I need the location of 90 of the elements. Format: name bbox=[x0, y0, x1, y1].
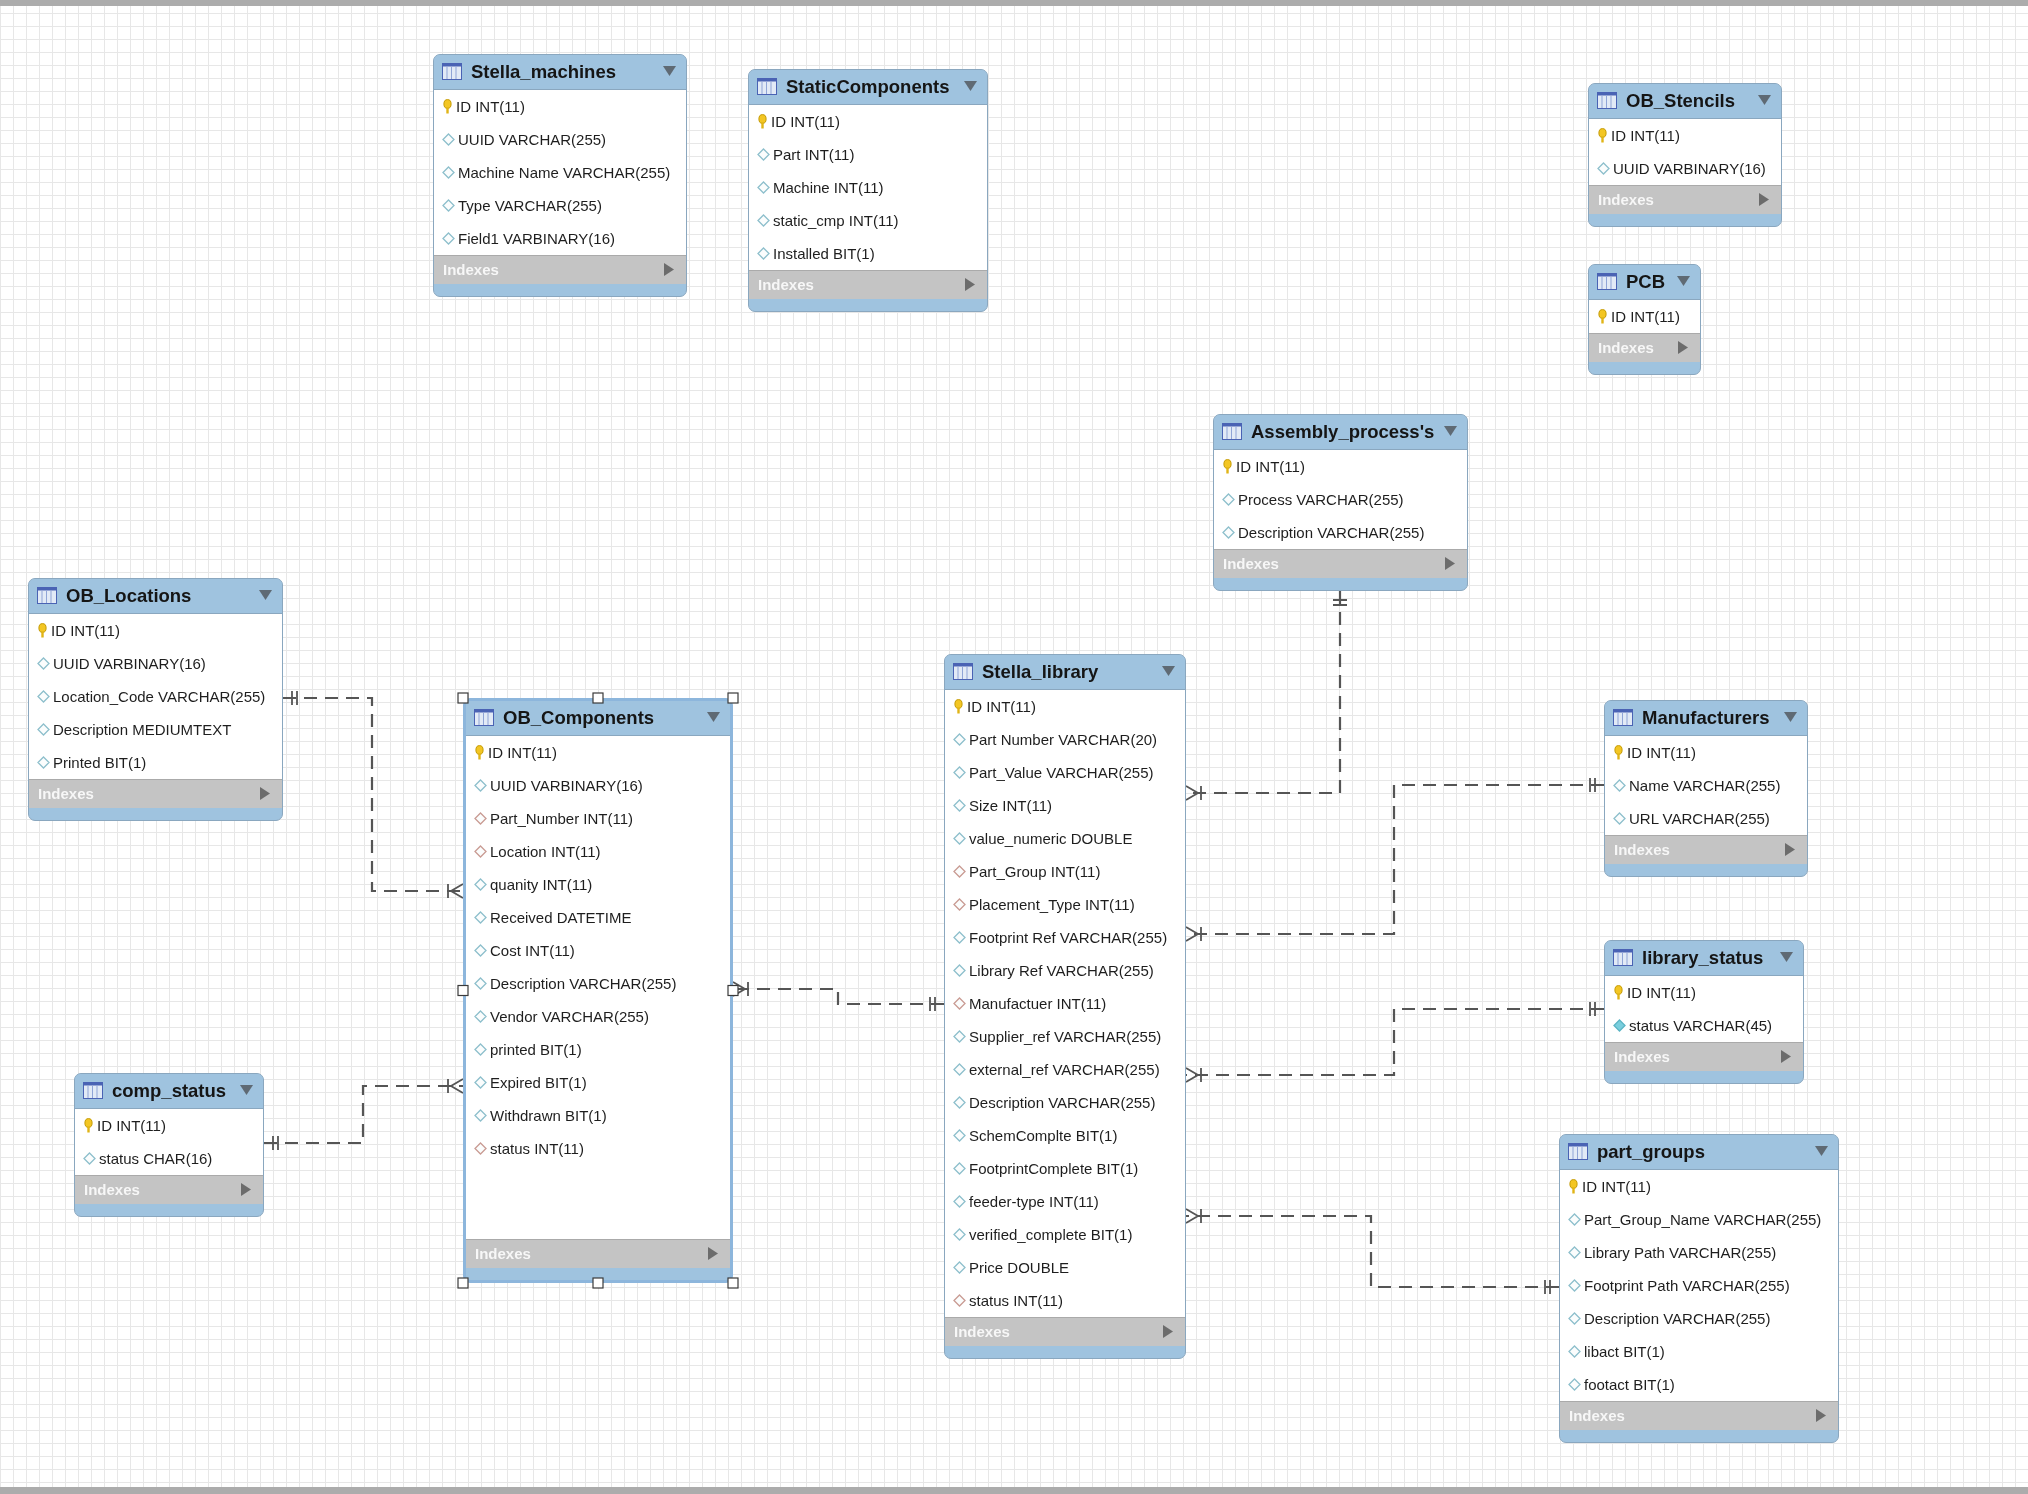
column-definition: UUID VARBINARY(16) bbox=[53, 655, 206, 672]
column-definition: ID INT(11) bbox=[1611, 127, 1680, 144]
column-definition: ID INT(11) bbox=[51, 622, 120, 639]
column-definition: Part_Group_Name VARCHAR(255) bbox=[1584, 1211, 1822, 1228]
column-definition: status CHAR(16) bbox=[99, 1150, 213, 1167]
column-definition: Footprint Path VARCHAR(255) bbox=[1584, 1277, 1790, 1294]
column-definition: Cost INT(11) bbox=[490, 942, 575, 959]
column-definition: UUID VARCHAR(255) bbox=[458, 131, 607, 148]
table-name: Manufacturers bbox=[1642, 707, 1770, 729]
column-definition: Supplier_ref VARCHAR(255) bbox=[969, 1028, 1162, 1045]
table-name: OB_Stencils bbox=[1626, 90, 1735, 112]
column-definition: external_ref VARCHAR(255) bbox=[969, 1061, 1160, 1078]
column-definition: ID INT(11) bbox=[488, 744, 557, 761]
column-definition: ID INT(11) bbox=[1611, 308, 1680, 325]
column-definition: Location_Code VARCHAR(255) bbox=[53, 688, 266, 705]
column-definition: footact BIT(1) bbox=[1584, 1376, 1675, 1393]
column-definition: Description VARCHAR(255) bbox=[1238, 524, 1425, 541]
column-definition: Description MEDIUMTEXT bbox=[53, 721, 232, 738]
column-definition: Description VARCHAR(255) bbox=[1584, 1310, 1771, 1327]
table-card bbox=[748, 69, 988, 312]
column-definition: quanity INT(11) bbox=[490, 876, 593, 893]
column-definition: Part_Number INT(11) bbox=[490, 810, 634, 827]
column-definition: status VARCHAR(45) bbox=[1629, 1017, 1773, 1034]
table-card bbox=[1588, 264, 1701, 375]
table-name: part_groups bbox=[1597, 1141, 1705, 1163]
column-definition: ID INT(11) bbox=[771, 113, 840, 130]
table-card bbox=[1604, 940, 1804, 1084]
column-definition: Size INT(11) bbox=[969, 797, 1053, 814]
table-card bbox=[28, 578, 283, 821]
column-definition: status INT(11) bbox=[490, 1140, 584, 1157]
column-definition: Received DATETIME bbox=[490, 909, 632, 926]
column-definition: Placement_Type INT(11) bbox=[969, 896, 1135, 913]
table-name: OB_Components bbox=[503, 707, 655, 729]
column-definition: value_numeric DOUBLE bbox=[969, 830, 1133, 847]
table-name: OB_Locations bbox=[66, 585, 192, 607]
table-card bbox=[463, 698, 733, 1283]
column-definition: Machine Name VARCHAR(255) bbox=[458, 164, 671, 181]
column-definition: Manufactuer INT(11) bbox=[969, 995, 1107, 1012]
column-definition: Part_Value VARCHAR(255) bbox=[969, 764, 1154, 781]
column-definition: FootprintComplete BIT(1) bbox=[969, 1160, 1139, 1177]
column-definition: Library Path VARCHAR(255) bbox=[1584, 1244, 1777, 1261]
column-definition: Field1 VARBINARY(16) bbox=[458, 230, 615, 247]
column-definition: Location INT(11) bbox=[490, 843, 601, 860]
table-name: Stella_library bbox=[982, 661, 1099, 683]
column-definition: Withdrawn BIT(1) bbox=[490, 1107, 607, 1124]
column-definition: Name VARCHAR(255) bbox=[1629, 777, 1781, 794]
table-card bbox=[1213, 414, 1468, 591]
column-definition: ID INT(11) bbox=[456, 98, 525, 115]
column-definition: static_cmp INT(11) bbox=[773, 212, 899, 229]
column-definition: UUID VARBINARY(16) bbox=[1613, 160, 1766, 177]
column-definition: ID INT(11) bbox=[1627, 984, 1696, 1001]
table-card bbox=[74, 1073, 264, 1217]
table-name: PCB bbox=[1626, 271, 1666, 293]
column-definition: Process VARCHAR(255) bbox=[1238, 491, 1404, 508]
column-definition: Installed BIT(1) bbox=[773, 245, 875, 262]
table-card bbox=[433, 54, 687, 297]
column-definition: Vendor VARCHAR(255) bbox=[490, 1008, 649, 1025]
table-name: Stella_machines bbox=[471, 61, 616, 83]
column-definition: ID INT(11) bbox=[1236, 458, 1305, 475]
table-name: comp_status bbox=[112, 1080, 227, 1102]
column-definition: Part Number VARCHAR(20) bbox=[969, 731, 1158, 748]
table-card bbox=[1604, 700, 1808, 877]
column-definition: Description VARCHAR(255) bbox=[490, 975, 677, 992]
column-definition: verified_complete BIT(1) bbox=[969, 1226, 1133, 1243]
column-definition: Type VARCHAR(255) bbox=[458, 197, 602, 214]
column-definition: ID INT(11) bbox=[97, 1117, 166, 1134]
column-definition: Part INT(11) bbox=[773, 146, 855, 163]
column-definition: Description VARCHAR(255) bbox=[969, 1094, 1156, 1111]
table-card bbox=[1588, 83, 1782, 227]
column-definition: libact BIT(1) bbox=[1584, 1343, 1665, 1360]
table-name: StaticComponents bbox=[786, 76, 950, 98]
column-definition: ID INT(11) bbox=[1627, 744, 1696, 761]
column-definition: Library Ref VARCHAR(255) bbox=[969, 962, 1154, 979]
column-definition: URL VARCHAR(255) bbox=[1629, 810, 1770, 827]
table-card bbox=[1559, 1134, 1839, 1443]
column-definition: ID INT(11) bbox=[1582, 1178, 1651, 1195]
column-definition: Expired BIT(1) bbox=[490, 1074, 587, 1091]
table-name: library_status bbox=[1642, 947, 1764, 969]
column-definition: ID INT(11) bbox=[967, 698, 1036, 715]
column-definition: status INT(11) bbox=[969, 1292, 1063, 1309]
column-definition: Footprint Ref VARCHAR(255) bbox=[969, 929, 1168, 946]
column-definition: Part_Group INT(11) bbox=[969, 863, 1101, 880]
column-definition: Machine INT(11) bbox=[773, 179, 884, 196]
column-definition: SchemComplte BIT(1) bbox=[969, 1127, 1118, 1144]
table-name: Assembly_process's bbox=[1251, 421, 1435, 443]
column-definition: Printed BIT(1) bbox=[53, 754, 147, 771]
column-definition: feeder-type INT(11) bbox=[969, 1193, 1099, 1210]
column-definition: printed BIT(1) bbox=[490, 1041, 582, 1058]
column-definition: Price DOUBLE bbox=[969, 1259, 1070, 1276]
column-definition: UUID VARBINARY(16) bbox=[490, 777, 643, 794]
